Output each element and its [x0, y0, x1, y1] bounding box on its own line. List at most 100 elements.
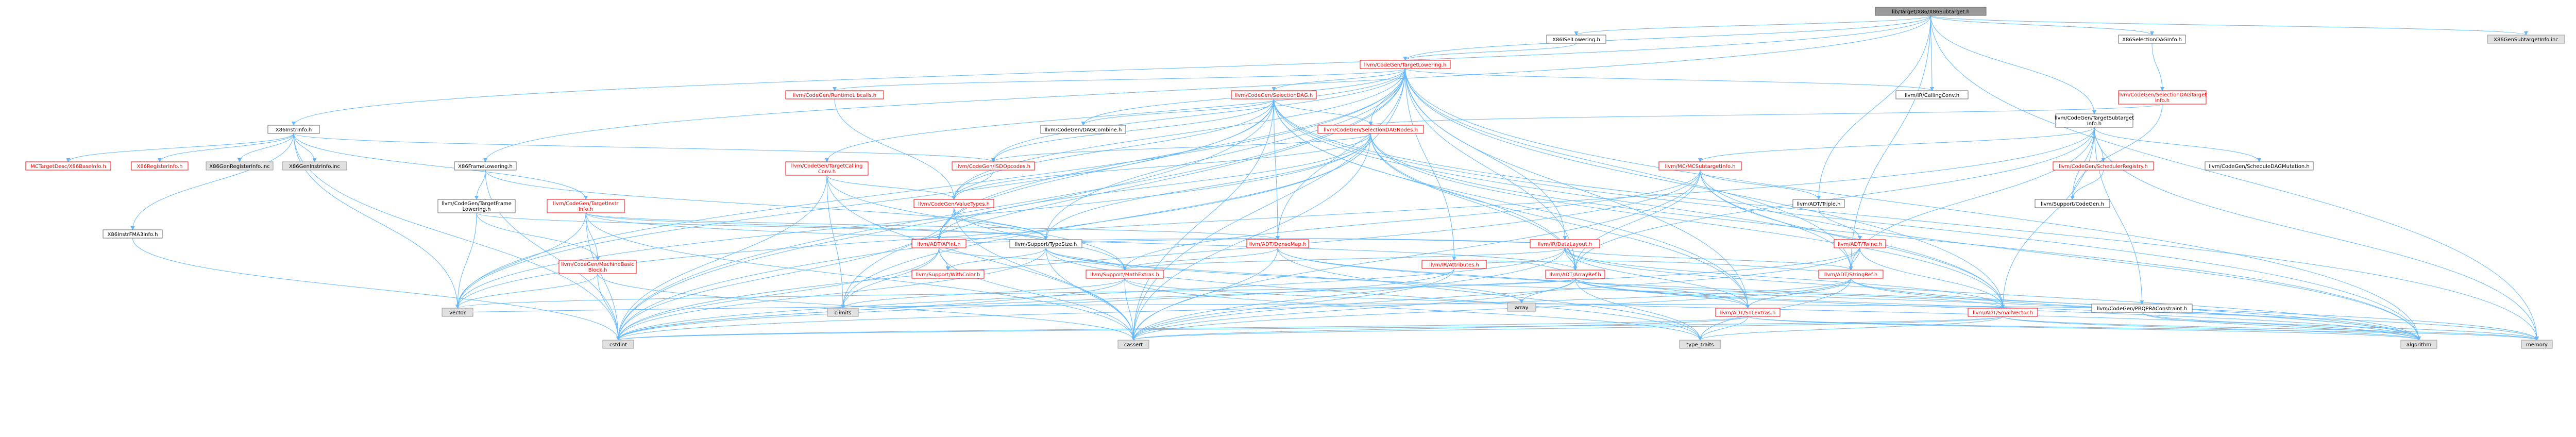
graph-node-ir_datalayout[interactable]: llvm/IR/DataLayout.h	[1530, 239, 1600, 248]
dependency-edge-cg_targetlowering-to-std_vector	[455, 68, 1405, 309]
graph-node-cg_scheduledagmutation[interactable]: llvm/CodeGen/ScheduleDAGMutation.h	[2205, 161, 2314, 171]
graph-node-mc_x86baseinfo[interactable]: MCTargetDesc/X86BaseInfo.h	[25, 161, 111, 171]
dependency-edge-mc_subtargetinfo-to-support_mathextras	[1123, 170, 1701, 271]
graph-node-x86seldaginfo[interactable]: X86SelectionDAGInfo.h	[2118, 35, 2186, 44]
node-label: cassert	[1124, 342, 1143, 348]
dependency-edge-adt_stlextras-to-std_cstdint	[616, 316, 1748, 341]
graph-node-adt_arrayref[interactable]: llvm/ADT/ArrayRef.h	[1545, 270, 1605, 279]
dependency-edge-cg_targetlowering-to-cg_runtimelibcalls	[833, 68, 1405, 91]
dependency-edge-ir_datalayout-to-support_mathextras	[1123, 247, 1565, 271]
node-box	[911, 270, 985, 279]
graph-node-mc_subtargetinfo[interactable]: llvm/MC/MCSubtargetInfo.h	[1658, 161, 1742, 171]
graph-node-ir_callingconv[interactable]: llvm/IR/CallingConv.h	[1895, 90, 1969, 99]
node-box	[1834, 239, 1886, 248]
graph-node-adt_stringref[interactable]: llvm/ADT/StringRef.h	[1818, 270, 1884, 279]
graph-node-adt_smallvector[interactable]: llvm/ADT/SmallVector.h	[1968, 308, 2038, 317]
node-label: X86GenRegisterInfo.inc	[209, 164, 270, 170]
dependency-edge-cg_targetlowering-to-cg_seldag	[1272, 68, 1405, 91]
node-label: llvm/CodeGen/SelectionDAG.h	[1235, 93, 1313, 98]
node-label: X86ISelLowering.h	[1552, 37, 1600, 43]
graph-node-adt_triple[interactable]: llvm/ADT/Triple.h	[1792, 199, 1845, 208]
graph-node-adt_apint[interactable]: llvm/ADT/APInt.h	[911, 239, 967, 248]
graph-node-adt_stlextras[interactable]: llvm/ADT/STLExtras.h	[1715, 308, 1781, 317]
graph-node-support_codegen[interactable]: llvm/Support/CodeGen.h	[2035, 199, 2110, 208]
dependency-edge-cg_seldag-to-std_cassert	[1131, 98, 1274, 341]
dependency-edge-ir_attributes-to-std_cassert	[1131, 268, 1454, 341]
node-box	[558, 260, 637, 274]
dependency-edge-cg_targetframelowering-to-cg_machinebasicblock	[476, 212, 600, 261]
graph-node-cg_runtimelibcalls[interactable]: llvm/CodeGen/RuntimeLibcalls.h	[785, 90, 884, 99]
dependency-edge-cg_targetlowering-to-adt_smallvector	[1405, 68, 2005, 309]
graph-node-std_cstdint: cstdint	[602, 340, 634, 349]
dependency-edge-cg_targetlowering-to-ir_datalayout	[1405, 68, 1567, 240]
node-box	[131, 161, 189, 171]
node-box	[785, 90, 884, 99]
dependency-edge-x86seldaginfo-to-cg_seldagtargetinfo	[2151, 43, 2164, 91]
dependency-edge-cg_targetlowering-to-adt_stringref	[1405, 68, 1853, 271]
dependency-edge-adt_stlextras-to-std_memory	[1748, 316, 2539, 341]
dependency-edge-cg_targetlowering-to-support_typesize	[1044, 68, 1405, 240]
dependency-edge-root-to-x86gensubtarget	[1930, 15, 2528, 36]
dependency-edge-cg_valuetypes-to-std_cassert	[954, 207, 1136, 341]
graph-node-cg_schedulerregistry[interactable]: llvm/CodeGen/SchedulerRegistry.h	[2053, 161, 2154, 171]
graph-node-adt_densemap[interactable]: llvm/ADT/DenseMap.h	[1246, 239, 1309, 248]
node-label: llvm/IR/CallingConv.h	[1905, 93, 1959, 98]
dependency-edge-cg_pbqprac-to-std_memory	[2142, 312, 2539, 341]
dependency-edge-adt_arrayref-to-std_memory	[1575, 278, 2539, 341]
dependency-edge-root-to-adt_triple	[1817, 15, 1931, 200]
dependency-edge-ir_datalayout-to-adt_smallvector	[1565, 247, 2005, 309]
graph-node-ir_attributes[interactable]: llvm/IR/Attributes.h	[1421, 260, 1487, 269]
graph-node-cg_pbqprac[interactable]: llvm/CodeGen/PBQPRAConstraint.h	[2091, 304, 2193, 313]
graph-node-support_typesize[interactable]: llvm/Support/TypeSize.h	[1009, 239, 1082, 248]
dependency-edge-ir_datalayout-to-support_typesize	[1045, 238, 1565, 246]
dependency-edge-support_typesize-to-std_cassert	[1045, 247, 1136, 341]
node-box	[1117, 340, 1149, 349]
graph-node-x86framelowering[interactable]: X86FrameLowering.h	[454, 161, 517, 171]
graph-node-x86reginfo[interactable]: X86RegisterInfo.h	[131, 161, 189, 171]
graph-node-cg_isdopcodes[interactable]: llvm/CodeGen/ISDOpcodes.h	[952, 161, 1035, 171]
dependency-edge-adt_densemap-to-std_algorithm	[1277, 247, 2421, 341]
graph-node-cg_seldagnodes[interactable]: llvm/CodeGen/SelectionDAGNodes.h	[1317, 125, 1424, 134]
graph-node-x86genregisterinfo: X86GenRegisterInfo.inc	[206, 161, 274, 171]
graph-node-cg_valuetypes[interactable]: llvm/CodeGen/ValueTypes.h	[913, 199, 994, 208]
graph-node-cg_seldag[interactable]: llvm/CodeGen/SelectionDAG.h	[1231, 90, 1317, 99]
dependency-edge-mc_subtargetinfo-to-adt_arrayref	[1573, 170, 1701, 271]
node-label: llvm/Support/WithColor.h	[916, 272, 980, 278]
graph-node-root[interactable]: lib/Target/X86/X86Subtarget.h	[1875, 7, 1987, 16]
graph-node-adt_twine[interactable]: llvm/ADT/Twine.h	[1834, 239, 1886, 248]
node-label: X86FrameLowering.h	[458, 164, 513, 170]
node-label: llvm/ADT/StringRef.h	[1824, 272, 1877, 278]
graph-node-x86instrfmainfo[interactable]: X86InstrFMA3Info.h	[103, 229, 163, 239]
graph-node-cg_targetlowering[interactable]: llvm/CodeGen/TargetLowering.h	[1360, 60, 1451, 69]
dependency-edge-root-to-std_memory	[1930, 15, 2539, 341]
dependency-edge-support_mathextras-to-std_climits	[841, 278, 1125, 309]
node-box	[1875, 7, 1987, 16]
graph-node-x86instrinfo[interactable]: X86InstrInfo.h	[267, 125, 320, 134]
dependency-edge-adt_arrayref-to-adt_smallvector	[1575, 278, 2005, 309]
dependency-edge-cg_targetsubtarget-to-mc_subtargetinfo	[1698, 127, 2095, 162]
graph-node-x86sellowering[interactable]: X86ISelLowering.h	[1546, 35, 1606, 44]
node-label: llvm/IR/DataLayout.h	[1538, 242, 1592, 247]
graph-node-support_withcolor[interactable]: llvm/Support/WithColor.h	[911, 270, 985, 279]
node-box	[2053, 161, 2154, 171]
graph-node-x86geninstrinfo: X86GenInstrInfo.inc	[282, 161, 347, 171]
node-box	[602, 340, 634, 349]
node-box	[103, 229, 163, 239]
graph-node-cg_dagcombine[interactable]: llvm/CodeGen/DAGCombine.h	[1040, 125, 1126, 134]
dependency-edge-adt_twine-to-adt_smallvector	[1859, 247, 2005, 309]
dependency-edge-root-to-cg_targetsubtarget	[1930, 15, 2096, 114]
dependency-edge-cg_targetinstrinfo-to-support_typesize	[585, 212, 1048, 240]
node-label: llvm/CodeGen/ISDOpcodes.h	[956, 164, 1030, 170]
graph-node-support_mathextras[interactable]: llvm/Support/MathExtras.h	[1086, 270, 1164, 279]
node-label: llvm/ADT/Twine.h	[1838, 242, 1882, 247]
node-label: X86RegisterInfo.h	[137, 164, 182, 170]
node-label: llvm/ADT/APInt.h	[917, 242, 960, 247]
